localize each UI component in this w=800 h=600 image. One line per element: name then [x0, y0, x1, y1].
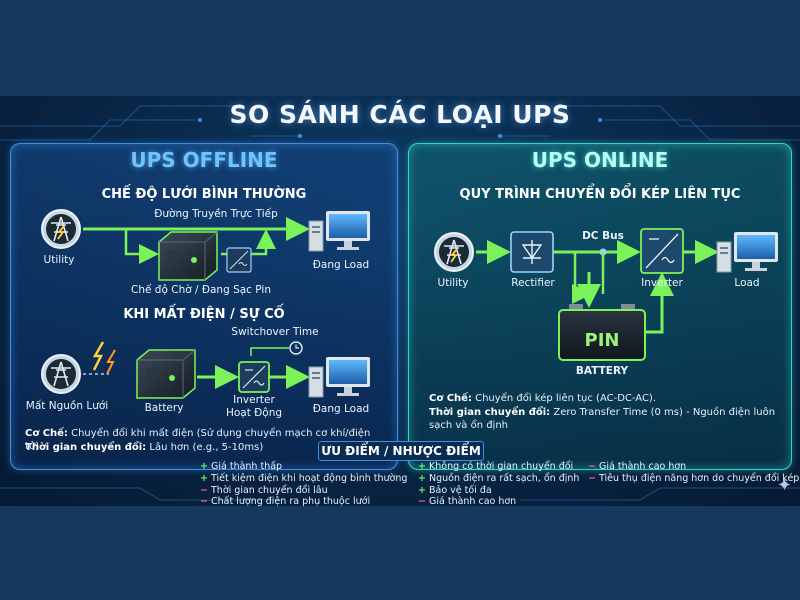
offline-diagram [41, 209, 370, 399]
online-transfer-label: Thời gian chuyển đổi: [429, 407, 551, 418]
online-mechanism-label: Cơ Chế: [429, 393, 472, 404]
load-label: Đang Load [312, 259, 370, 271]
online-load-label: Load [734, 277, 760, 289]
online-utility-label: Utility [437, 277, 469, 289]
offline-normal-heading: CHẾ ĐỘ LƯỚI BÌNH THƯỜNG [101, 187, 307, 202]
direct-path-label: Đường Truyền Trực Tiếp [154, 208, 278, 220]
pros-cons-item: − Giá thành cao hơn [588, 461, 687, 472]
pros-cons-item: + Giá thành thấp [200, 461, 283, 472]
online-title: UPS ONLINE [531, 148, 669, 172]
standby-label: Chế độ Chờ / Đang Sạc Pin [131, 284, 271, 296]
pros-cons-item: − Chất lượng điện ra phụ thuộc lưới [200, 496, 371, 506]
ups-offline-panel: UPS OFFLINE CHẾ ĐỘ LƯỚI BÌNH THƯỜNG [10, 143, 398, 470]
sparkle-icon: ✦ [776, 475, 792, 496]
load-computer-icon-2 [308, 357, 370, 398]
utility-label: Utility [43, 254, 75, 266]
online-mechanism-note: Cơ Chế: Chuyển đổi kép liên tục (AC-DC-A… [429, 392, 781, 405]
pros-cons-item: + Không có thời gian chuyển đổi [418, 461, 574, 472]
offline-title: UPS OFFLINE [130, 148, 278, 172]
offline-pros-cons-list: + Giá thành thấp + Tiết kiệm điện khi ho… [200, 461, 407, 506]
switchover-label: Switchover Time [231, 326, 319, 338]
online-cons-list: − Giá thành cao hơn − Tiêu thụ điện năng… [588, 461, 799, 485]
offline-mechanism-note: Cơ Chế: Chuyển đổi khi mất điện (Sử dụng… [25, 427, 390, 453]
online-diagram: PIN [434, 228, 778, 361]
offline-ups-unit-icon [158, 231, 218, 281]
lightning-icon [92, 341, 116, 375]
pros-cons-item: − Tiêu thụ điện năng hơn do chuyển đổi k… [588, 472, 800, 484]
utility-tower-icon [41, 209, 81, 249]
battery-label: Battery [144, 402, 184, 414]
online-mechanism-text: Chuyển đổi kép liên tục (AC-DC-AC). [471, 393, 657, 404]
grid-loss-label: Mất Nguồn Lưới [25, 400, 109, 412]
battery-ups-unit-icon [136, 349, 196, 399]
transfer-label: Thời gian chuyển đổi: [25, 442, 147, 453]
inverter-label-2: Hoạt Động [225, 407, 283, 419]
pros-cons-item: + Nguồn điện ra rất sạch, ổn định [418, 472, 580, 484]
pros-cons-item: − Thời gian chuyển đổi lâu [200, 484, 328, 496]
online-pros-list: + Không có thời gian chuyển đổi + Nguồn … [418, 461, 579, 506]
offline-inverter-small-icon [226, 247, 252, 273]
pros-cons-heading: ƯU ĐIỂM / NHƯỢC ĐIỂM [318, 441, 484, 461]
pros-cons-item: + Bảo vệ tối đa [418, 484, 492, 496]
ups-online-panel: UPS ONLINE QUY TRÌNH CHUYỂN ĐỔI KÉP LIÊN… [408, 143, 792, 470]
load-label-2: Đang Load [312, 403, 370, 415]
online-utility-tower-icon [434, 232, 474, 272]
pros-cons-item: − Giá thành cao hơn [418, 496, 517, 506]
offline-transfer-note: Thời gian chuyển đổi: Lâu hơn (e.g., 5-1… [25, 441, 390, 454]
grid-loss-tower-icon [41, 354, 81, 394]
load-computer-icon [308, 211, 370, 252]
pin-text: PIN [585, 330, 620, 351]
online-heading: QUY TRÌNH CHUYỂN ĐỔI KÉP LIÊN TỤC [459, 187, 741, 202]
online-transfer-note: Thời gian chuyển đổi: Zero Transfer Time… [429, 406, 785, 432]
dc-bus-label: DC Bus [582, 230, 624, 242]
online-load-computer-icon [716, 232, 778, 273]
infographic: SO SÁNH CÁC LOẠI UPS UPS OFFLINE CHẾ ĐỘ … [0, 96, 800, 506]
transfer-text: Lâu hơn (e.g., 5-10ms) [146, 442, 264, 453]
clock-icon [289, 341, 303, 355]
mechanism-text: Chuyển đổi khi mất điện (Sử dụng chuyển … [25, 428, 371, 452]
rectifier-icon [510, 231, 554, 273]
battery-caption: BATTERY [575, 365, 629, 377]
mechanism-label: Cơ Chế: [25, 428, 68, 439]
online-inverter-label: Inverter [641, 277, 683, 289]
inverter-active-icon [238, 361, 270, 393]
outage-heading: KHI MẤT ĐIỆN / SỰ CỐ [123, 307, 285, 322]
online-inverter-icon [640, 228, 684, 274]
online-transfer-text: Zero Transfer Time (0 ms) - Nguồn điện l… [429, 407, 776, 431]
inverter-label-1: Inverter [233, 394, 275, 406]
pros-cons-item: + Tiết kiệm điện khi hoạt động bình thườ… [200, 472, 408, 484]
page-title: SO SÁNH CÁC LOẠI UPS [229, 100, 571, 129]
pin-battery-icon: PIN [558, 304, 646, 361]
rectifier-label: Rectifier [511, 277, 555, 289]
circuit-background [0, 104, 800, 501]
